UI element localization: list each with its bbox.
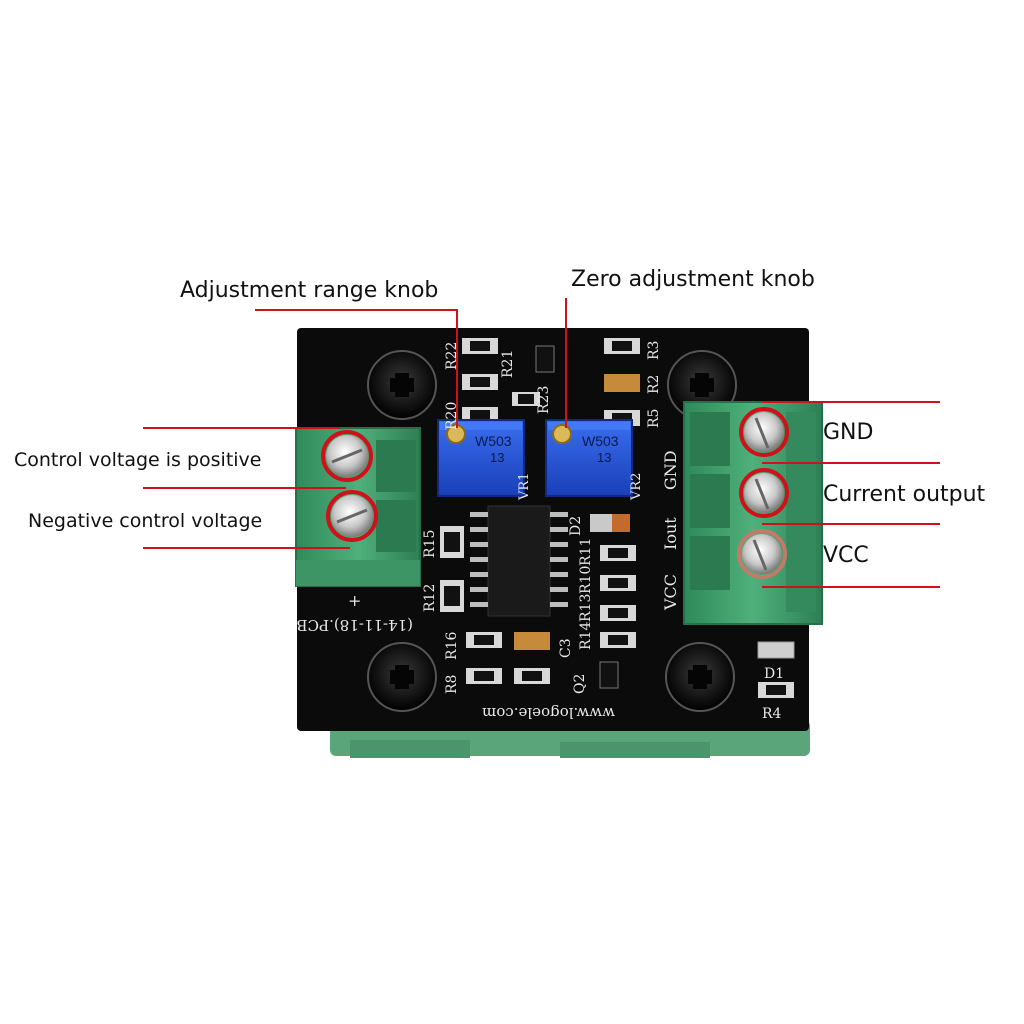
refdes-r5: R5 bbox=[646, 409, 662, 428]
op-amp-ic bbox=[470, 505, 568, 617]
refdes-r21: R21 bbox=[500, 350, 516, 378]
plus-silkscreen: + bbox=[348, 591, 361, 610]
zero-adjustment-potentiometer[interactable] bbox=[545, 419, 633, 497]
refdes-r10: R10 bbox=[578, 566, 594, 594]
pin-label-vcc: VCC bbox=[661, 574, 680, 611]
refdes-r8: R8 bbox=[444, 675, 460, 694]
refdes-c3: C3 bbox=[558, 638, 574, 658]
vr2-silkscreen: VR2 bbox=[629, 473, 644, 501]
callout-line-adjustment-range bbox=[255, 309, 458, 428]
refdes-r15: R15 bbox=[422, 530, 438, 558]
pot-marking-right-top: W503 bbox=[582, 433, 619, 449]
refdes-d2: D2 bbox=[568, 516, 584, 536]
pot-marking-left-top: W503 bbox=[475, 433, 512, 449]
refdes-r23: R23 bbox=[536, 386, 552, 414]
refdes-r16: R16 bbox=[444, 632, 460, 660]
refdes-r13: R13 bbox=[578, 594, 594, 622]
pcb-code-silkscreen: (14-11-18).PCB bbox=[297, 616, 413, 634]
terminal-screw-icon[interactable] bbox=[321, 407, 789, 579]
refdes-r12: R12 bbox=[422, 584, 438, 612]
label-adjustment-range-knob: Adjustment range knob bbox=[180, 278, 439, 303]
refdes-r14: R14 bbox=[578, 622, 594, 650]
label-current-output: Current output bbox=[823, 482, 986, 507]
refdes-r4: R4 bbox=[762, 706, 782, 722]
adjustment-range-potentiometer[interactable] bbox=[437, 419, 525, 497]
reference-designators: R22 R21 R20 R23 R3 R2 R5 R15 R12 R16 R8 … bbox=[422, 341, 784, 722]
label-gnd: GND bbox=[823, 420, 874, 445]
pin-label-gnd: GND bbox=[661, 450, 680, 490]
label-vcc: VCC bbox=[823, 543, 869, 568]
pot-marking-left-bottom: 13 bbox=[490, 450, 504, 465]
refdes-r3: R3 bbox=[646, 341, 662, 360]
website-silkscreen: www.logoele.com bbox=[482, 704, 615, 722]
refdes-r11: R11 bbox=[578, 538, 594, 566]
vr1-silkscreen: VR1 bbox=[517, 473, 532, 501]
callout-lines bbox=[143, 298, 940, 588]
label-negative-control-voltage: Negative control voltage bbox=[28, 510, 263, 532]
smd-components bbox=[440, 338, 795, 698]
pin-label-iout: Iout bbox=[661, 517, 680, 550]
label-zero-adjustment-knob: Zero adjustment knob bbox=[571, 267, 815, 292]
refdes-r2: R2 bbox=[646, 375, 662, 394]
pot-marking-right-bottom: 13 bbox=[597, 450, 611, 465]
label-control-voltage-positive: Control voltage is positive bbox=[14, 449, 262, 471]
refdes-d1: D1 bbox=[764, 666, 784, 682]
refdes-q2: Q2 bbox=[572, 674, 588, 694]
